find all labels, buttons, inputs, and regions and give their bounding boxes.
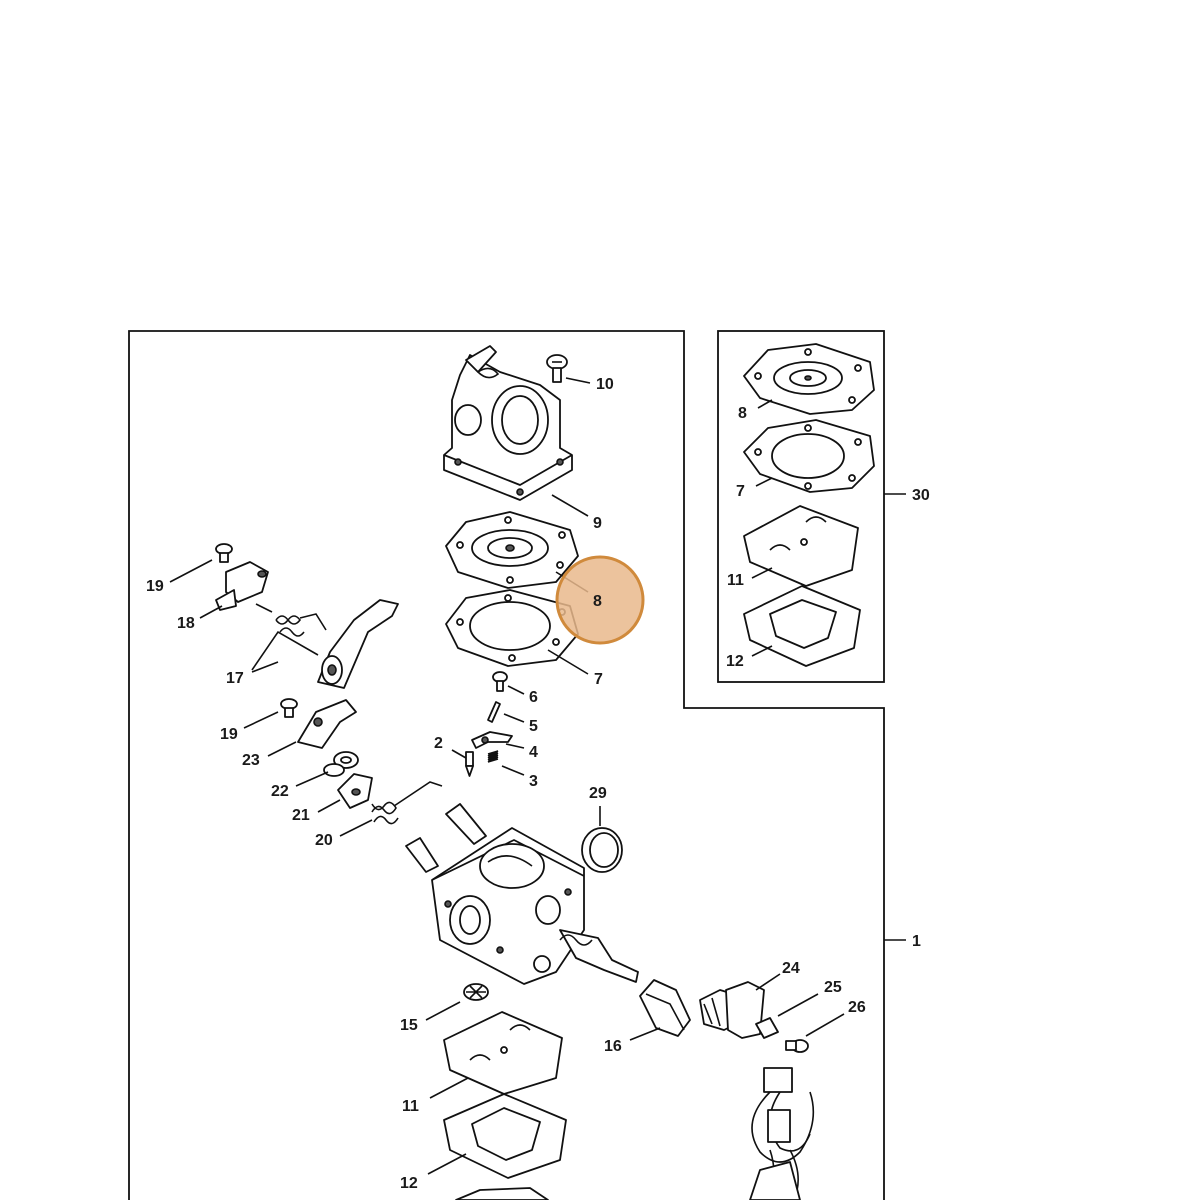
clip-25-part[interactable] <box>755 1017 779 1039</box>
callout-7[interactable]: 7 <box>594 671 603 688</box>
connector-24-part[interactable] <box>699 981 765 1039</box>
pump-cover-9-part[interactable] <box>443 345 573 501</box>
callout-6[interactable]: 6 <box>529 689 538 706</box>
callout-23[interactable]: 23 <box>242 752 260 769</box>
callout-1[interactable]: 1 <box>912 933 921 950</box>
callout-11[interactable]: 11 <box>402 1098 419 1115</box>
callout-19-upper[interactable]: 19 <box>146 578 164 595</box>
callout-2[interactable]: 2 <box>434 735 443 752</box>
screw-19-upper-part[interactable] <box>215 543 233 563</box>
solenoid-16-part[interactable] <box>639 979 691 1037</box>
callout-16[interactable]: 16 <box>604 1038 622 1055</box>
callout-15[interactable]: 15 <box>400 1017 418 1034</box>
kit-gasket-7-part[interactable] <box>743 419 875 493</box>
callout-30[interactable]: 30 <box>912 487 930 504</box>
diaphragm-11-part[interactable] <box>443 1011 563 1095</box>
cam-21-part[interactable] <box>337 773 373 809</box>
callout-22[interactable]: 22 <box>271 783 289 800</box>
gasket-12-part[interactable] <box>443 1093 567 1179</box>
kit-callout-12[interactable]: 12 <box>726 653 744 670</box>
kit-callout-7[interactable]: 7 <box>736 483 745 500</box>
spring-3-part[interactable] <box>487 750 499 763</box>
screw-6-part[interactable] <box>492 671 508 692</box>
callout-29[interactable]: 29 <box>589 785 607 802</box>
callout-25[interactable]: 25 <box>824 979 842 996</box>
choke-lever-17-part[interactable] <box>317 599 399 689</box>
wire-harness-part[interactable] <box>749 1067 815 1200</box>
screw-10-part[interactable] <box>546 354 568 383</box>
diaphragm-8-part[interactable] <box>445 511 579 589</box>
callout-18[interactable]: 18 <box>177 615 195 632</box>
washer-22-part[interactable] <box>323 751 359 777</box>
callout-21[interactable]: 21 <box>292 807 310 824</box>
spring-17-part[interactable] <box>255 603 327 637</box>
kit-callout-8[interactable]: 8 <box>738 405 747 422</box>
callout-26[interactable]: 26 <box>848 999 866 1016</box>
callout-4[interactable]: 4 <box>529 744 538 761</box>
kit-diaphragm-8-part[interactable] <box>743 343 875 415</box>
kit-callout-11[interactable]: 11 <box>727 572 744 589</box>
cam-18-part[interactable] <box>215 561 269 611</box>
callout-17[interactable]: 17 <box>226 670 244 687</box>
callout-3[interactable]: 3 <box>529 773 538 790</box>
kit-gasket-12-part[interactable] <box>743 585 861 667</box>
callout-8[interactable]: 8 <box>593 593 602 610</box>
filter-screen-15-part[interactable] <box>463 983 489 1001</box>
metering-cover-part[interactable] <box>455 1187 549 1200</box>
carburetor-body-part[interactable] <box>405 803 639 985</box>
highlight-marker[interactable] <box>555 555 645 645</box>
callout-19-lower[interactable]: 19 <box>220 726 238 743</box>
screw-19-lower-part[interactable] <box>280 698 298 718</box>
callout-12[interactable]: 12 <box>400 1175 418 1192</box>
main-assembly-frame <box>128 330 885 1200</box>
needle-2-part[interactable] <box>465 751 474 777</box>
callout-24[interactable]: 24 <box>782 960 800 977</box>
lever-4-part[interactable] <box>471 731 513 749</box>
repair-kit-frame <box>717 330 885 683</box>
ring-29-part[interactable] <box>581 827 623 873</box>
lever-23-part[interactable] <box>297 699 357 749</box>
kit-diaphragm-11-part[interactable] <box>743 505 859 587</box>
callout-10[interactable]: 10 <box>596 376 614 393</box>
callout-20[interactable]: 20 <box>315 832 333 849</box>
screw-26-part[interactable] <box>785 1039 809 1053</box>
callout-9[interactable]: 9 <box>593 515 602 532</box>
pin-5-part[interactable] <box>487 701 501 723</box>
callout-5[interactable]: 5 <box>529 718 538 735</box>
spring-20-part[interactable] <box>371 781 443 825</box>
gasket-7-part[interactable] <box>445 589 579 667</box>
